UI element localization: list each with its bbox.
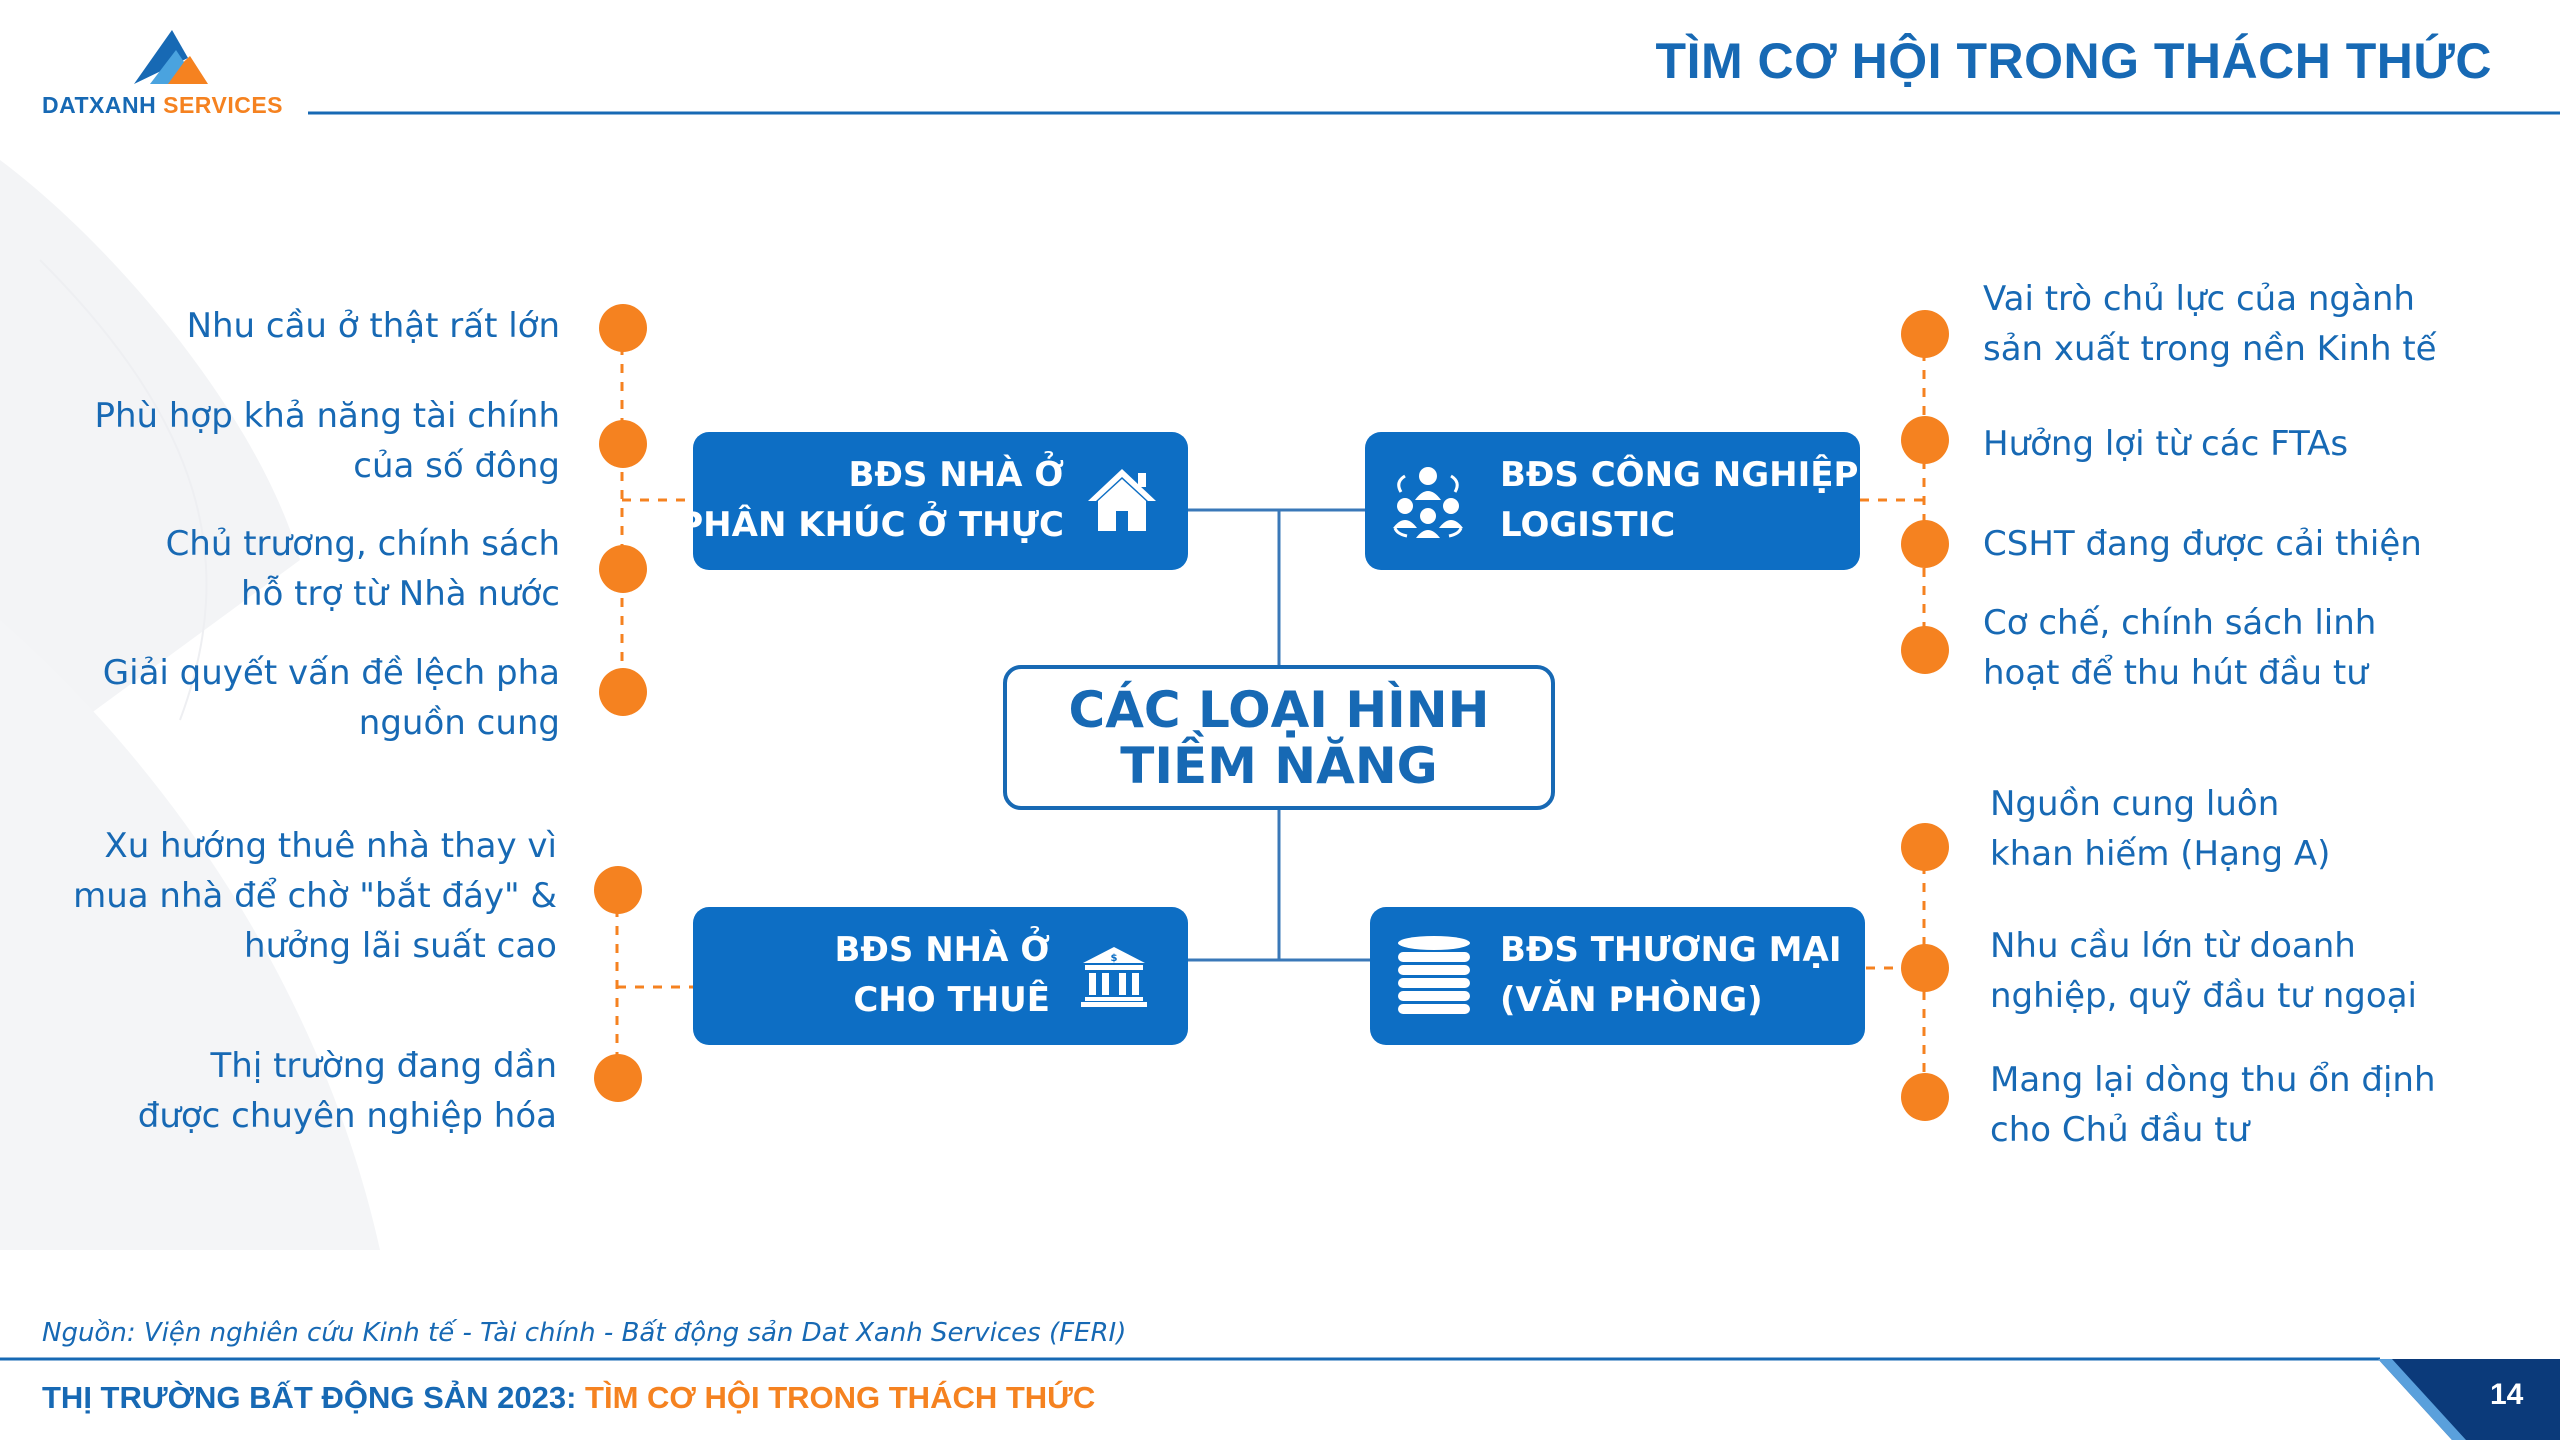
category-residential-real-label: BĐS NHÀ Ở PHÂN KHÚC Ở THỰC — [678, 450, 1064, 550]
brand-name-part1: DATXANH — [42, 92, 157, 118]
bullet-dot — [1901, 520, 1949, 568]
item-text: được chuyên nghiệp hóa — [137, 1096, 557, 1136]
item-text: Thị trường đang dần — [210, 1046, 558, 1086]
item-text: Nguồn cung luôn — [1990, 784, 2280, 824]
item-text: Nhu cầu ở thật rất lớn — [186, 306, 560, 346]
category-line2: PHÂN KHÚC Ở THỰC — [678, 505, 1064, 545]
bullet-dot — [1901, 823, 1949, 871]
bullet-dot — [599, 304, 647, 352]
industrial-item-4: Cơ chế, chính sách linh hoạt để thu hút … — [1983, 598, 2376, 698]
source-note: Nguồn: Viện nghiên cứu Kinh tế - Tài chí… — [42, 1318, 1127, 1348]
item-text: nghiệp, quỹ đầu tư ngoại — [1990, 976, 2417, 1016]
item-text: khan hiếm (Hạng A) — [1990, 834, 2331, 874]
brand-logo-text: DATXANH SERVICES — [42, 92, 283, 119]
center-node: CÁC LOẠI HÌNH TIỀM NĂNG — [1003, 665, 1555, 810]
category-line1: BĐS NHÀ Ở — [848, 455, 1065, 495]
industrial-item-3: CSHT đang được cải thiện — [1983, 519, 2422, 569]
footer-title: THỊ TRƯỜNG BẤT ĐỘNG SẢN 2023: TÌM CƠ HỘI… — [42, 1380, 1095, 1416]
item-text: Hưởng lợi từ các FTAs — [1983, 424, 2349, 464]
item-text: Xu hướng thuê nhà thay vì — [104, 826, 557, 866]
item-text: Vai trò chủ lực của ngành — [1983, 279, 2415, 319]
people-network-icon — [1393, 467, 1463, 538]
category-commercial-label: BĐS THƯƠNG MẠI (VĂN PHÒNG) — [1500, 925, 1841, 1025]
residential-item-1: Nhu cầu ở thật rất lớn — [187, 301, 560, 351]
item-text: của số đông — [353, 446, 560, 486]
item-text: Giải quyết vấn đề lệch pha — [102, 653, 560, 693]
item-text: Phù hợp khả năng tài chính — [94, 396, 560, 436]
bullet-dot — [599, 420, 647, 468]
commercial-item-1: Nguồn cung luôn khan hiếm (Hạng A) — [1990, 779, 2330, 879]
center-title-line1: CÁC LOẠI HÌNH — [1068, 680, 1490, 739]
house-icon — [1088, 469, 1156, 531]
item-text: Mang lại dòng thu ổn định — [1990, 1060, 2436, 1100]
footer-title-part1: THỊ TRƯỜNG BẤT ĐỘNG SẢN 2023: — [42, 1380, 586, 1415]
residential-item-3: Chủ trương, chính sách hỗ trợ từ Nhà nướ… — [166, 519, 560, 619]
logo-mark-icon — [134, 30, 208, 84]
item-text: hỗ trợ từ Nhà nước — [241, 574, 560, 614]
residential-item-2: Phù hợp khả năng tài chính của số đông — [94, 391, 560, 491]
item-text: sản xuất trong nền Kinh tế — [1983, 329, 2437, 369]
category-line1: BĐS NHÀ Ở — [834, 930, 1051, 970]
category-line1: BĐS THƯƠNG MẠI — [1500, 930, 1842, 970]
category-industrial-label: BĐS CÔNG NGHIỆP LOGISTIC — [1500, 450, 1858, 550]
bullet-dot — [1901, 310, 1949, 358]
item-text: hưởng lãi suất cao — [244, 926, 557, 966]
category-line1: BĐS CÔNG NGHIỆP — [1500, 455, 1859, 495]
item-text: nguồn cung — [358, 703, 560, 743]
item-text: Cơ chế, chính sách linh — [1983, 603, 2377, 643]
category-line2: LOGISTIC — [1500, 505, 1676, 545]
commercial-item-2: Nhu cầu lớn từ doanh nghiệp, quỹ đầu tư … — [1990, 921, 2417, 1021]
bullet-dot — [594, 866, 642, 914]
rental-item-2: Thị trường đang dần được chuyên nghiệp h… — [138, 1041, 557, 1141]
footer-title-part2: TÌM CƠ HỘI TRONG THÁCH THỨC — [585, 1380, 1096, 1415]
page-title: TÌM CƠ HỘI TRONG THÁCH THỨC — [1655, 33, 2492, 89]
item-text: cho Chủ đầu tư — [1990, 1110, 2250, 1150]
bank-icon: $ — [1081, 947, 1147, 1007]
bullet-dot — [599, 545, 647, 593]
item-text: hoạt để thu hút đầu tư — [1983, 653, 2368, 693]
industrial-item-2: Hưởng lợi từ các FTAs — [1983, 419, 2348, 469]
item-text: mua nhà để chờ "bắt đáy" & — [73, 876, 557, 916]
commercial-item-3: Mang lại dòng thu ổn định cho Chủ đầu tư — [1990, 1055, 2436, 1155]
bullet-dot — [1901, 416, 1949, 464]
svg-text:$: $ — [1111, 953, 1118, 964]
category-rental: BĐS NHÀ Ở CHO THUÊ $ — [693, 907, 1188, 1045]
coin-stack-icon — [1398, 936, 1470, 1014]
brand-name-part2: SERVICES — [163, 92, 284, 118]
page-number: 14 — [2490, 1378, 2524, 1411]
bullet-dot — [1901, 944, 1949, 992]
category-residential-real: BĐS NHÀ Ở PHÂN KHÚC Ở THỰC — [678, 432, 1188, 570]
item-text: Nhu cầu lớn từ doanh — [1990, 926, 2356, 966]
industrial-item-1: Vai trò chủ lực của ngành sản xuất trong… — [1983, 274, 2437, 374]
bullet-dot — [1901, 1073, 1949, 1121]
rental-item-1: Xu hướng thuê nhà thay vì mua nhà để chờ… — [73, 821, 557, 971]
center-title-line2: TIỀM NĂNG — [1120, 736, 1438, 795]
category-industrial: BĐS CÔNG NGHIỆP LOGISTIC — [1365, 432, 1860, 570]
category-line2: (VĂN PHÒNG) — [1500, 980, 1763, 1020]
category-line2: CHO THUÊ — [853, 980, 1050, 1020]
residential-item-4: Giải quyết vấn đề lệch pha nguồn cung — [103, 648, 560, 748]
item-text: Chủ trương, chính sách — [165, 524, 560, 564]
bullet-dot — [594, 1054, 642, 1102]
item-text: CSHT đang được cải thiện — [1983, 524, 2422, 564]
category-commercial: BĐS THƯƠNG MẠI (VĂN PHÒNG) — [1370, 907, 1865, 1045]
bullet-dot — [1901, 626, 1949, 674]
category-rental-label: BĐS NHÀ Ở CHO THUÊ — [835, 925, 1051, 1025]
bullet-dot — [599, 668, 647, 716]
